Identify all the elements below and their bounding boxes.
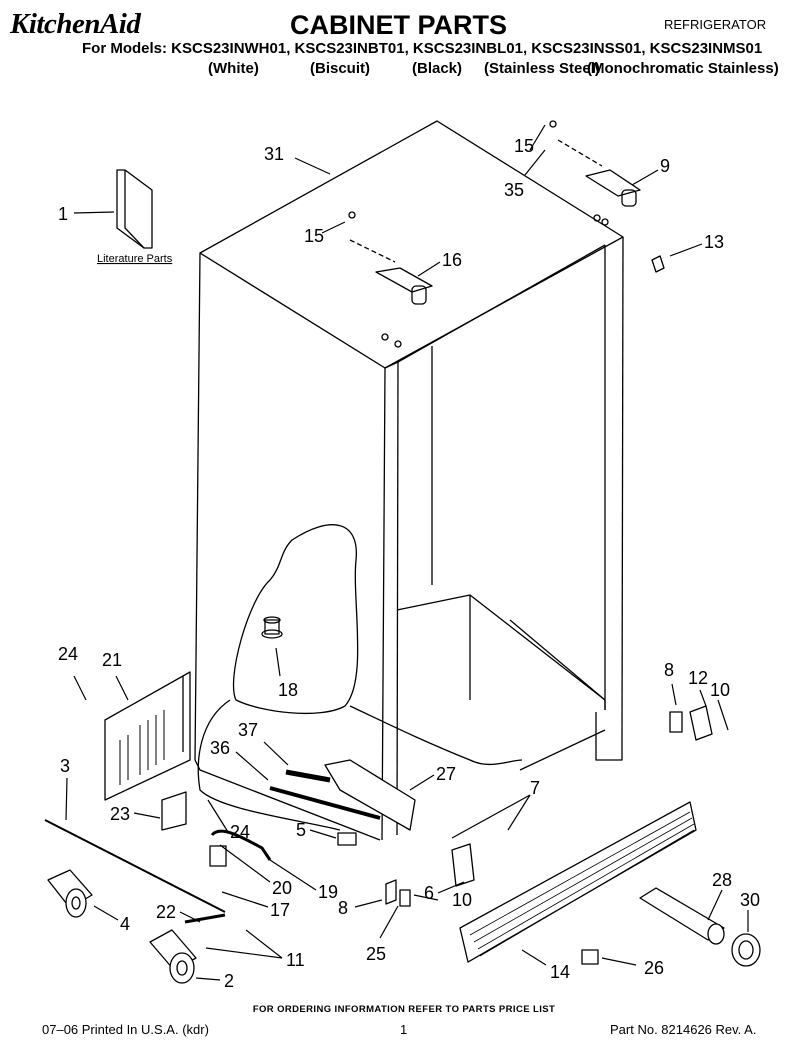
callout-10: 10	[710, 680, 730, 700]
callout-14: 14	[550, 962, 570, 982]
literature-booklet	[116, 169, 153, 249]
callout-28: 28	[712, 870, 732, 890]
callout-36: 36	[210, 738, 230, 758]
callout-10: 10	[452, 890, 472, 910]
tube-clip	[337, 832, 357, 846]
model-color-white: (White)	[208, 60, 259, 77]
page-title: CABINET PARTS	[290, 10, 508, 40]
appliance-category: REFRIGERATOR	[664, 17, 767, 32]
rear-access-cover	[104, 671, 191, 801]
water-valve-tube	[269, 786, 381, 820]
cabinet-shell	[194, 120, 624, 841]
callout-2: 2	[224, 971, 234, 991]
leveling-screw	[184, 913, 226, 924]
callout-31: 31	[264, 144, 284, 164]
callout-24: 24	[58, 644, 78, 664]
top-hinge-right	[557, 139, 641, 226]
callout-21: 21	[102, 650, 122, 670]
bottom-hinge-bracket	[451, 843, 475, 887]
leveling-rod	[44, 819, 226, 913]
front-roller	[149, 929, 197, 984]
callout-24: 24	[230, 822, 250, 842]
model-list: For Models: KSCS23INWH01, KSCS23INBT01, …	[82, 40, 763, 57]
cutaway-view	[232, 524, 359, 715]
model-color-stainless: (Stainless Steel)	[484, 60, 600, 77]
ordering-note: FOR ORDERING INFORMATION REFER TO PARTS …	[252, 1004, 556, 1015]
callout-16: 16	[442, 250, 462, 270]
callout-23: 23	[110, 804, 130, 824]
callout-15: 15	[514, 136, 534, 156]
top-hinge-left	[349, 239, 433, 348]
callout-8: 8	[664, 660, 674, 680]
callout-1: 1	[58, 204, 68, 224]
bypass-plug	[581, 949, 599, 965]
water-filter	[639, 887, 725, 945]
callout-19: 19	[318, 882, 338, 902]
callout-6: 6	[424, 883, 434, 903]
callout-9: 9	[660, 156, 670, 176]
callout-3: 3	[60, 756, 70, 776]
callout-4: 4	[120, 914, 130, 934]
callout-15: 15	[304, 226, 324, 246]
toe-grille	[459, 801, 697, 963]
filter-cap	[731, 933, 761, 967]
model-color-biscuit: (Biscuit)	[310, 60, 370, 77]
model-color-black: (Black)	[412, 60, 463, 77]
callout-17: 17	[270, 900, 290, 920]
callout-12: 12	[688, 668, 708, 688]
callout-7: 7	[530, 778, 540, 798]
roller-bracket	[161, 791, 187, 831]
right-hinge-plate	[669, 711, 683, 733]
callout-27: 27	[436, 764, 456, 784]
part-number: Part No. 8214626 Rev. A.	[610, 1022, 757, 1037]
bottom-hinge-plate	[385, 879, 397, 905]
callout-8: 8	[338, 898, 348, 918]
right-hinge	[689, 705, 713, 741]
callout-11: 11	[286, 950, 305, 970]
callout-22: 22	[156, 902, 176, 922]
hinge-bracket-25	[399, 889, 411, 907]
callout-5: 5	[296, 820, 306, 840]
drain-fitting	[261, 616, 283, 639]
rear-roller	[47, 869, 93, 918]
print-info: 07–06 Printed In U.S.A. (kdr)	[42, 1022, 209, 1037]
callout-13: 13	[704, 232, 724, 252]
callout-30: 30	[740, 890, 760, 910]
door-stop-clip	[651, 255, 665, 273]
water-valve	[324, 759, 416, 831]
callout-37: 37	[238, 720, 258, 740]
callout-18: 18	[278, 680, 298, 700]
model-color-monochromatic: (Monochromatic Stainless)	[587, 60, 779, 77]
water-tube	[210, 829, 272, 861]
callout-25: 25	[366, 944, 386, 964]
callout-20: 20	[272, 878, 292, 898]
callout-35: 35	[504, 180, 524, 200]
brand-logo: KitchenAid	[10, 8, 141, 40]
literature-parts-label: Literature Parts	[97, 253, 173, 265]
callout-26: 26	[644, 958, 664, 978]
page-number: 1	[400, 1022, 408, 1037]
